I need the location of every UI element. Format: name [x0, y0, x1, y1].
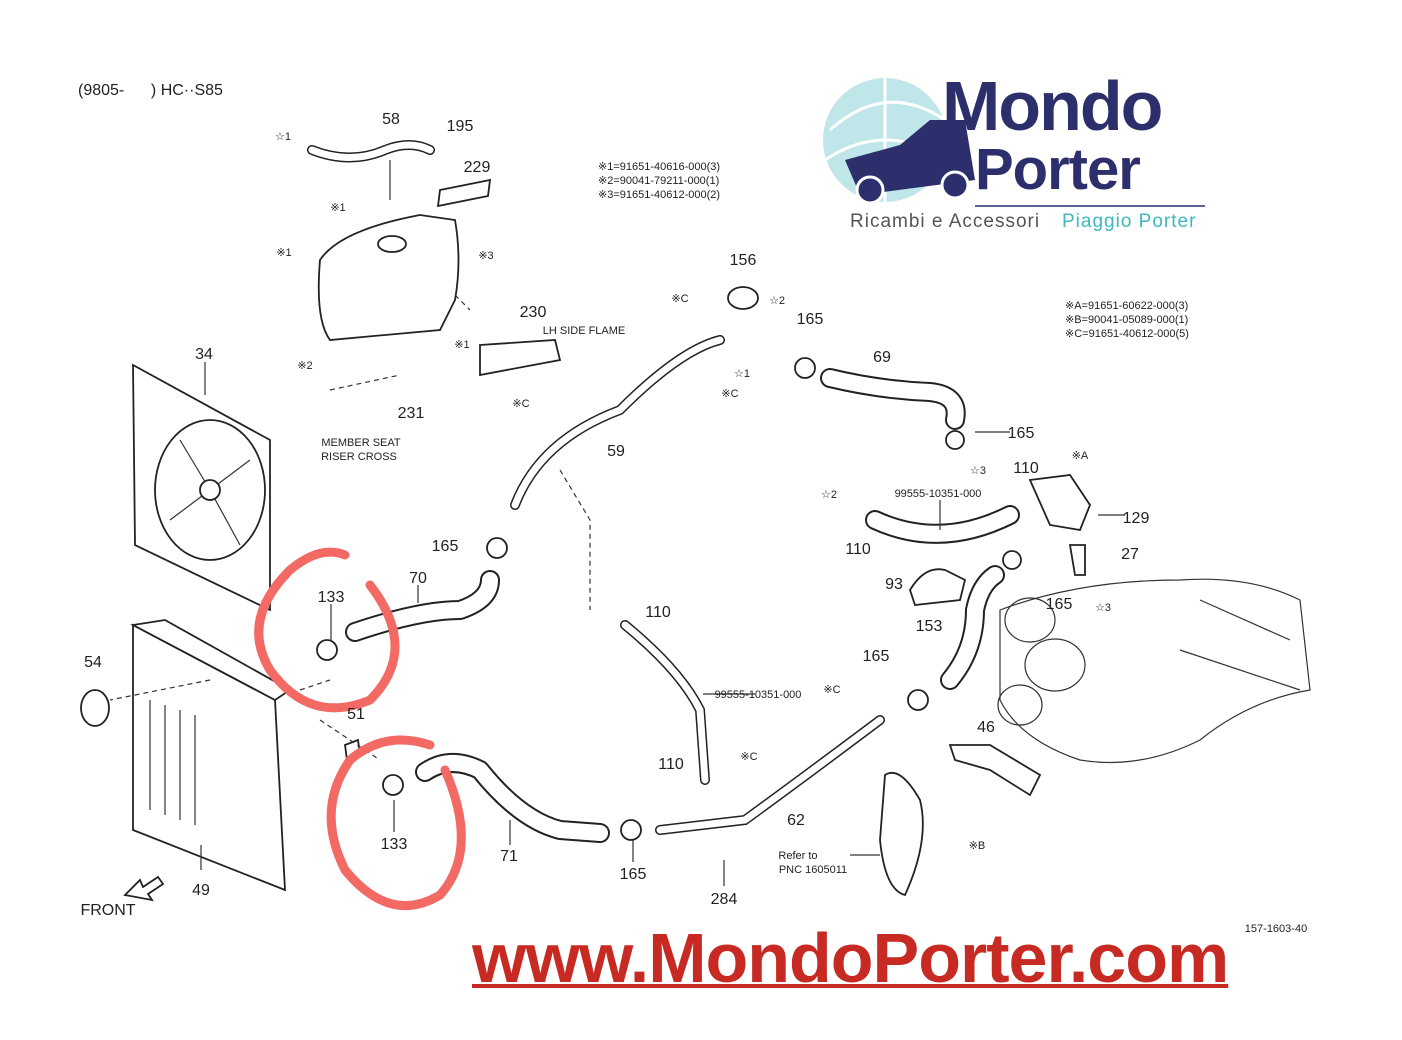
part-label: PNC 1605011: [779, 864, 847, 876]
part-label: 165: [1046, 596, 1073, 613]
diagram-header: (9805- ) HC··S85: [78, 82, 223, 99]
part-label: 62: [787, 812, 805, 829]
part-label: ※C: [512, 398, 529, 410]
leader-lines: [109, 294, 1125, 886]
note-right-3: ※C=91651-40612-000(5): [1065, 328, 1189, 340]
engine-block: [997, 578, 1311, 764]
logo-emblem: [823, 78, 1205, 207]
part-label: 99555-10351-000: [715, 689, 802, 701]
note-left-1: ※1=91651-40616-000(3): [598, 161, 720, 173]
website-link[interactable]: www.MondoPorter.com: [472, 919, 1229, 997]
part-label: 69: [873, 349, 891, 366]
part-label: ※C: [823, 684, 840, 696]
part-label: 59: [607, 443, 625, 460]
part-label: ☆1: [275, 131, 291, 143]
part-label: ※3: [478, 250, 493, 262]
logo-text-mondo: Mondo: [942, 67, 1163, 145]
part-label: ※C: [671, 293, 688, 305]
part-label: 165: [797, 311, 824, 328]
fan-shroud: [132, 363, 271, 612]
part-label: ☆1: [734, 368, 750, 380]
part-label: ※C: [740, 751, 757, 763]
part-label: 284: [711, 891, 738, 908]
part-label: RISER CROSS: [321, 451, 397, 463]
part-label: 110: [658, 756, 684, 773]
highlight-circles: [254, 547, 466, 911]
part-label: 51: [347, 706, 365, 723]
logo-text-porter: Porter: [975, 137, 1141, 202]
part-label: 49: [192, 882, 210, 899]
part-label: 165: [1008, 425, 1035, 442]
part-label: 165: [432, 538, 459, 555]
part-label: 27: [1121, 546, 1139, 563]
part-label: MEMBER SEAT: [321, 437, 401, 449]
part-label: 195: [447, 118, 474, 135]
part-label: 230: [520, 304, 547, 321]
part-label: ☆2: [769, 295, 785, 307]
radiator: [80, 619, 361, 892]
part-label: 231: [398, 405, 425, 422]
part-label: 110: [1013, 460, 1039, 477]
part-label: ※1: [276, 247, 291, 259]
part-label: 93: [885, 576, 903, 593]
part-label: 58: [382, 111, 400, 128]
part-label: 129: [1123, 510, 1150, 527]
part-label: ※A: [1072, 450, 1089, 462]
part-label: 34: [195, 346, 213, 363]
part-label: 165: [863, 648, 890, 665]
part-label: 70: [409, 570, 427, 587]
highlight-circle-133-upper: [254, 547, 400, 713]
note-right-2: ※B=90041-05089-000(1): [1065, 314, 1188, 326]
part-label: 229: [464, 159, 491, 176]
part-label: 156: [730, 252, 757, 269]
part-label: LH SIDE FLAME: [543, 325, 626, 337]
note-right-1: ※A=91651-60622-000(3): [1065, 300, 1188, 312]
part-label: 110: [845, 541, 871, 558]
highlight-circle-133-lower: [326, 735, 466, 911]
front-label: FRONT: [80, 902, 135, 919]
part-label: 165: [620, 866, 647, 883]
front-arrow-icon: [123, 875, 165, 902]
part-labels: 58 195 229 ☆1 ※1 ※1 ※3 230 LH SIDE FLAME…: [80, 111, 1307, 935]
logo-brand: Piaggio Porter: [1062, 211, 1197, 232]
part-label: 54: [84, 654, 102, 671]
diagram-code: 157-1603-40: [1245, 923, 1307, 935]
clamps: [316, 286, 1092, 897]
reservoir-tank: [307, 140, 492, 341]
part-label: 153: [916, 618, 943, 635]
note-left-2: ※2=90041-79211-000(1): [598, 175, 719, 187]
part-label: ☆3: [970, 465, 986, 477]
part-label-133-lower: 133: [381, 836, 408, 853]
part-label: ※2: [297, 360, 312, 372]
part-label-133-upper: 133: [318, 589, 345, 606]
part-label: Refer to: [778, 850, 817, 862]
part-label: 99555-10351-000: [895, 488, 982, 500]
logo-tagline: Ricambi e Accessori: [850, 211, 1041, 232]
part-label: 110: [645, 604, 671, 621]
part-label: ※B: [969, 840, 986, 852]
part-label: 71: [500, 848, 518, 865]
part-label: ※1: [454, 339, 469, 351]
note-left-3: ※3=91651-40612-000(2): [598, 189, 720, 201]
part-label: ※C: [721, 388, 738, 400]
part-label: 46: [977, 719, 995, 736]
part-label: ※1: [330, 202, 345, 214]
part-label: ☆3: [1095, 602, 1111, 614]
part-label: ☆2: [821, 489, 837, 501]
